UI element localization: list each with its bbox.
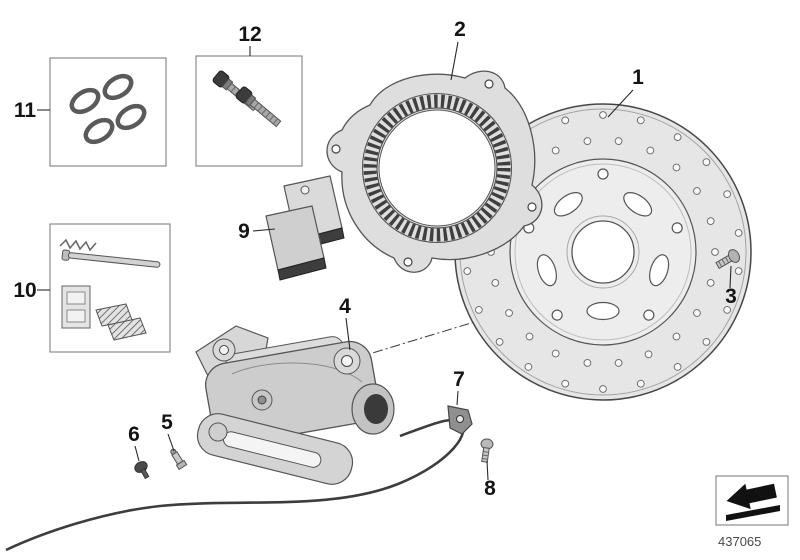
caliper-cylinder-bore — [364, 394, 388, 424]
o-ring — [102, 73, 134, 101]
sensor-ring-holes — [331, 79, 537, 267]
seal-ring-kit — [69, 73, 147, 145]
o-ring — [83, 117, 115, 145]
callout-6[interactable]: 6 — [128, 423, 140, 446]
callout-3[interactable]: 3 — [725, 285, 737, 308]
caliper-mount-hole — [341, 355, 353, 367]
brake-caliper — [195, 325, 395, 485]
bleed-valve — [170, 448, 188, 471]
retaining-pin — [61, 249, 161, 268]
callout-8[interactable]: 8 — [484, 477, 496, 500]
banjo-screw — [134, 461, 150, 480]
anti-rattle-clip — [107, 317, 147, 341]
abs-sensor-ring — [326, 70, 543, 273]
disc-hub-slots — [536, 192, 670, 321]
brake-pad-friction — [277, 257, 327, 281]
pad-pin-hole — [300, 185, 310, 195]
retaining-plate — [61, 285, 91, 329]
caliper-mount-hole — [219, 345, 229, 355]
callout-7[interactable]: 7 — [453, 368, 465, 391]
cable-bracket — [447, 405, 473, 435]
disc-screw — [715, 249, 741, 269]
brake-pads — [265, 175, 345, 281]
disc-center-hole — [571, 220, 635, 284]
callout-9[interactable]: 9 — [238, 220, 250, 243]
pad-spring — [59, 238, 97, 252]
caliper-lug — [208, 422, 228, 442]
bolt-kit — [212, 70, 282, 128]
disc-mount-holes — [523, 168, 683, 321]
pad-retaining-kit — [59, 238, 161, 341]
o-ring — [69, 87, 101, 115]
bolt — [235, 86, 282, 128]
callout-2[interactable]: 2 — [454, 18, 466, 41]
sensor-ring-inner-rim — [376, 107, 498, 229]
brake-disc — [454, 103, 752, 401]
bolt-kit-box — [195, 55, 303, 167]
bracket-screw — [480, 438, 494, 463]
caliper-pivot-bolt-center — [257, 395, 267, 405]
direction-arrow-icon — [726, 483, 780, 521]
callout-5[interactable]: 5 — [161, 411, 173, 434]
o-ring — [115, 103, 147, 131]
callout-12[interactable]: 12 — [238, 23, 261, 46]
legend: 437065 — [715, 475, 789, 549]
callout-11[interactable]: 11 — [14, 99, 37, 122]
sensor-ring-teeth — [363, 94, 511, 242]
callout-4[interactable]: 4 — [339, 295, 351, 318]
disc-center-rim — [566, 215, 640, 289]
caliper-contour — [231, 362, 363, 383]
pad-retaining-kit-box — [49, 223, 171, 353]
seal-ring-kit-box — [49, 57, 167, 167]
disc-drill-holes-inner — [487, 137, 719, 367]
callout-1[interactable]: 1 — [632, 66, 644, 89]
sensor-ring-bore — [378, 109, 496, 227]
sensor-ring-outer-rim — [361, 92, 513, 244]
direction-arrow-box — [715, 475, 789, 526]
part-number: 437065 — [718, 534, 761, 549]
callout-10[interactable]: 10 — [13, 279, 36, 302]
leader-lines — [37, 41, 732, 481]
